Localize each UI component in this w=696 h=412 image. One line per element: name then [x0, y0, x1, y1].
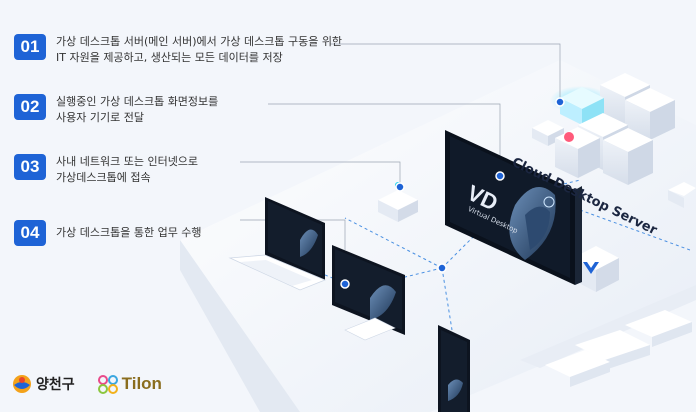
step-number: 04: [14, 220, 46, 246]
network-node-icon: [340, 97, 565, 289]
step-number: 01: [14, 34, 46, 60]
step-description: 가상 데스크톱 서버(메인 서버)에서 가상 데스크톱 구동을 위한 IT 자원…: [56, 35, 343, 64]
step-description: 가상 데스크톱을 통한 업무 수행: [56, 226, 202, 239]
step-02: 02 실행중인 가상 데스크톱 화면정보를 사용자 기기로 전달: [14, 94, 218, 126]
small-cube: [532, 120, 564, 146]
yangcheon-logo: 양천구: [12, 374, 75, 394]
step-03: 03 사내 네트워크 또는 인터넷으로 가상데스크톱에 접속: [14, 154, 198, 186]
small-cube: [668, 182, 696, 208]
step-number: 02: [14, 94, 46, 120]
laptop: [228, 197, 327, 291]
server-cluster: [550, 73, 675, 185]
step-description: 사내 네트워크 또는 인터넷으로 가상데스크톱에 접속: [56, 155, 199, 184]
tilon-mark-icon: [97, 375, 118, 394]
tablet: [438, 325, 470, 412]
step-04: 04 가상 데스크톱을 통한 업무 수행: [14, 220, 202, 246]
step-number: 03: [14, 154, 46, 180]
monitor: [332, 245, 405, 341]
logos: 양천구 Tilon: [12, 374, 162, 394]
step-01: 01 가상 데스크톱 서버(메인 서버)에서 가상 데스크톱 구동을 위한 IT…: [14, 34, 342, 66]
step-description: 실행중인 가상 데스크톱 화면정보를 사용자 기기로 전달: [56, 95, 219, 124]
tilon-logo: Tilon: [97, 374, 162, 394]
yangcheon-mark-icon: [13, 375, 31, 393]
virtual-desktop-monitor: [445, 130, 582, 285]
